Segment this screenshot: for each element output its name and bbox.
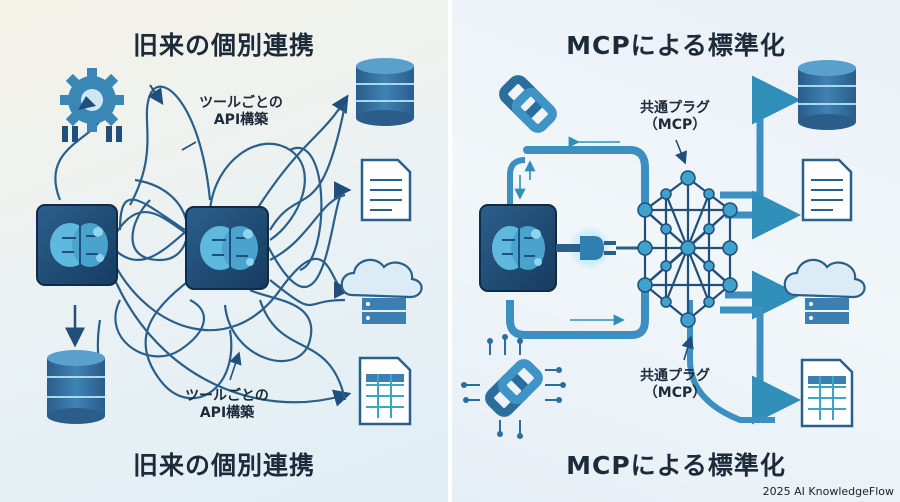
mcp-label-bottom: 共通プラグ （MCP） [640, 368, 710, 401]
database-icon [798, 60, 856, 130]
brain-chip-icon [36, 204, 118, 286]
cloud-server-icon [783, 258, 866, 324]
brain-chip-icon [185, 206, 269, 290]
power-plug-icon [556, 226, 640, 270]
legacy-label-bottom: ツールごとの API構築 [185, 388, 269, 421]
document-icon [801, 158, 853, 222]
cloud-server-icon [340, 258, 423, 324]
legacy-title-top: 旧来の個別連携 [132, 31, 315, 60]
mcp-title-bottom: MCPによる標準化 [566, 451, 786, 480]
chain-link-icon [499, 75, 557, 133]
mcp-label-top: 共通プラグ （MCP） [640, 100, 710, 133]
legacy-label-top: ツールごとの API構築 [199, 95, 283, 128]
copyright-text: 2025 AI KnowledgeFlow [762, 485, 894, 498]
panel-divider [448, 0, 452, 502]
database-icon [356, 58, 414, 126]
gear-plug-icon [60, 68, 124, 142]
document-icon [360, 158, 412, 222]
mcp-wires [506, 75, 801, 425]
spreadsheet-icon [800, 358, 854, 428]
chain-link-icon [461, 334, 566, 439]
mesh-network-icon [637, 170, 738, 328]
spreadsheet-icon [358, 356, 412, 426]
legacy-title-bottom: 旧来の個別連携 [132, 451, 315, 480]
database-icon [47, 350, 105, 424]
mcp-title-top: MCPによる標準化 [566, 31, 786, 60]
brain-chip-icon [479, 204, 557, 292]
